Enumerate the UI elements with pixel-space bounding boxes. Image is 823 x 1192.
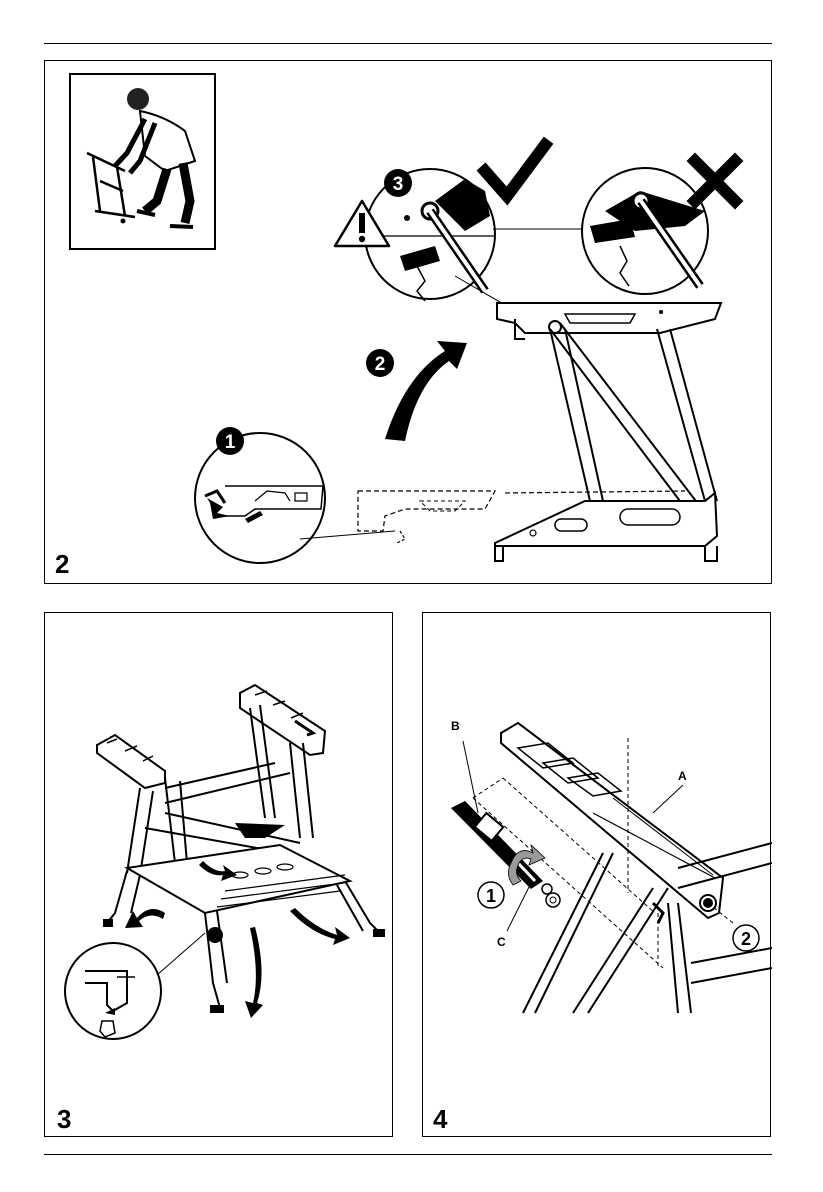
callout-c-leader	[507, 883, 531, 931]
arrow-icon	[385, 341, 467, 441]
checkmark-icon	[485, 145, 545, 196]
callout-a: A	[678, 769, 687, 783]
step-1-number: 1	[486, 886, 496, 906]
figure-4-number: 4	[433, 1106, 447, 1132]
step-1-number: 1	[225, 432, 236, 453]
lock-detail-correct	[365, 169, 495, 301]
callout-a-leader	[653, 785, 683, 813]
operator-inset	[70, 74, 215, 249]
foot-detail	[65, 933, 205, 1039]
figure-3-illustration	[45, 613, 394, 1138]
callout-b: B	[451, 719, 460, 733]
washer-c	[546, 893, 560, 907]
step-3-number: 3	[393, 174, 404, 195]
release-detail	[195, 433, 325, 563]
figure-3-number: 3	[57, 1106, 71, 1132]
bottom-rule	[44, 1154, 772, 1155]
bolt-b	[451, 801, 552, 894]
figure-2-number: 2	[55, 551, 69, 577]
callout-c: C	[497, 935, 506, 949]
step-2-number: 2	[741, 929, 751, 949]
figure-4-illustration: B A C 1 2	[423, 613, 772, 1138]
figure-3-panel: 3	[44, 612, 393, 1137]
figure-2-illustration: 3	[45, 61, 773, 585]
figure-4-panel: B A C 1 2 4	[422, 612, 771, 1137]
cross-icon	[695, 161, 735, 201]
figure-2-panel: 3	[44, 60, 772, 584]
step-2-number: 2	[375, 354, 386, 375]
top-rule	[44, 43, 772, 44]
lock-detail-incorrect	[493, 168, 708, 294]
workbench-side-view	[358, 303, 721, 561]
